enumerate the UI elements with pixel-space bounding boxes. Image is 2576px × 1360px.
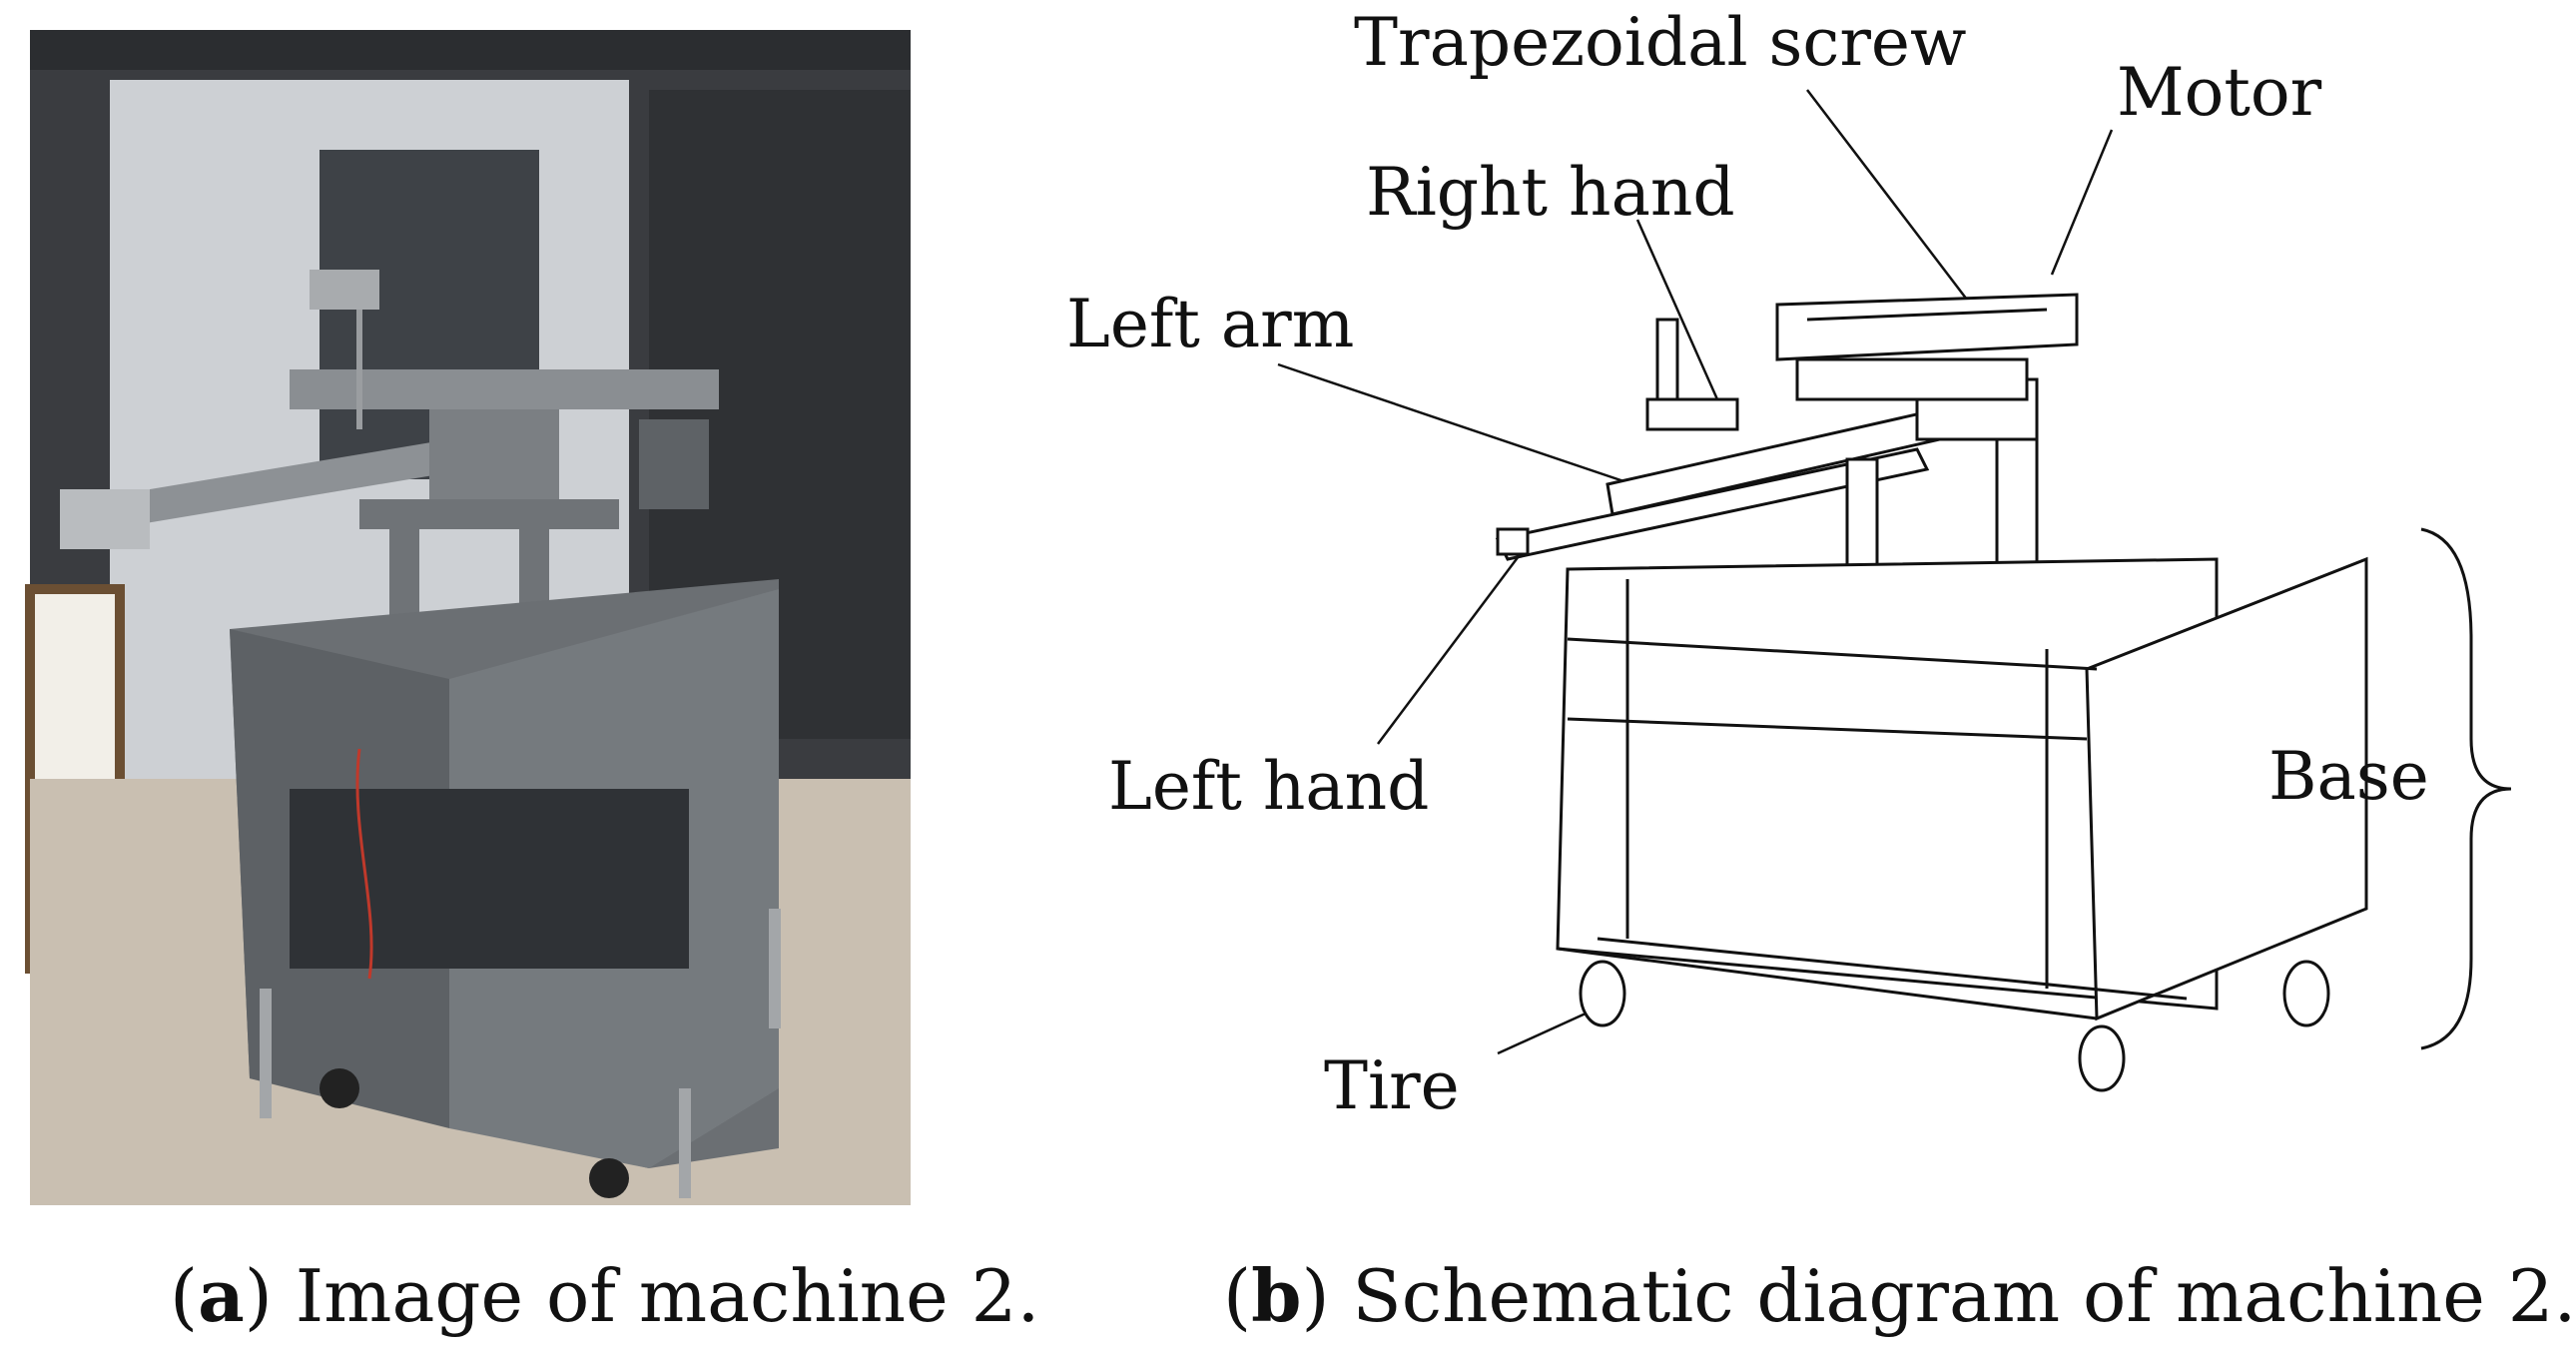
schematic-diagram: Trapezoidal screw Motor Right hand Left … bbox=[1038, 0, 2512, 1148]
schematic-drawing bbox=[1277, 89, 2512, 1092]
caption-b: (b) Schematic diagram of machine 2. bbox=[1223, 1253, 2576, 1338]
label-left-hand: Left hand bbox=[1108, 748, 1430, 825]
machine-photo bbox=[25, 30, 911, 1205]
label-right-hand: Right hand bbox=[1366, 154, 1735, 231]
caption-a-text: Image of machine 2. bbox=[295, 1254, 1040, 1338]
label-motor: Motor bbox=[2117, 54, 2322, 131]
machine-photo-illustration bbox=[25, 30, 911, 1205]
caption-a-letter: a bbox=[198, 1253, 245, 1338]
label-left-arm: Left arm bbox=[1066, 286, 1355, 362]
caption-a: (a) Image of machine 2. bbox=[170, 1253, 1040, 1338]
label-trapezoidal-screw: Trapezoidal screw bbox=[1354, 4, 1967, 81]
caption-b-text: Schematic diagram of machine 2. bbox=[1352, 1254, 2576, 1338]
caption-b-letter: b bbox=[1251, 1253, 1302, 1338]
label-base: Base bbox=[2268, 738, 2429, 815]
label-tire: Tire bbox=[1324, 1047, 1460, 1124]
